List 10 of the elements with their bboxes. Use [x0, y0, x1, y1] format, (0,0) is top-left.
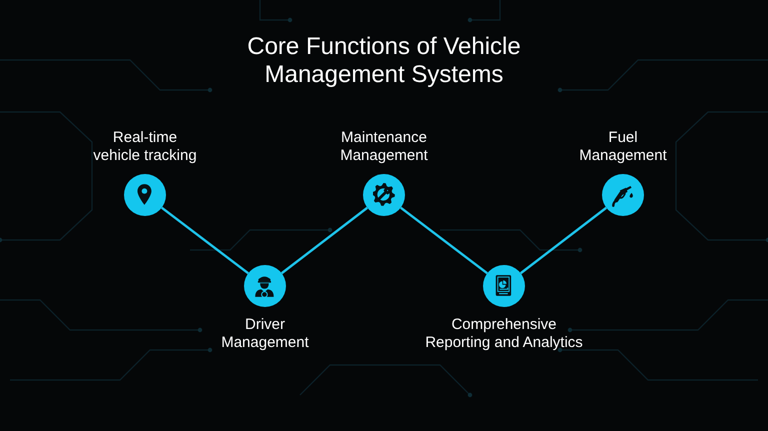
connector-line	[400, 206, 488, 274]
node-label: Real-time vehicle tracking	[92, 129, 198, 165]
connector-line	[280, 206, 368, 274]
node-label: Maintenance Management	[339, 129, 429, 165]
node-label: Comprehensive Reporting and Analytics	[424, 316, 584, 352]
diagram-title: Core Functions of Vehicle Management Systems	[246, 33, 522, 89]
node-label: Driver Management	[220, 316, 310, 352]
connector-line	[161, 206, 249, 274]
connector-line	[520, 206, 608, 274]
node-label: Fuel Management	[578, 129, 668, 165]
